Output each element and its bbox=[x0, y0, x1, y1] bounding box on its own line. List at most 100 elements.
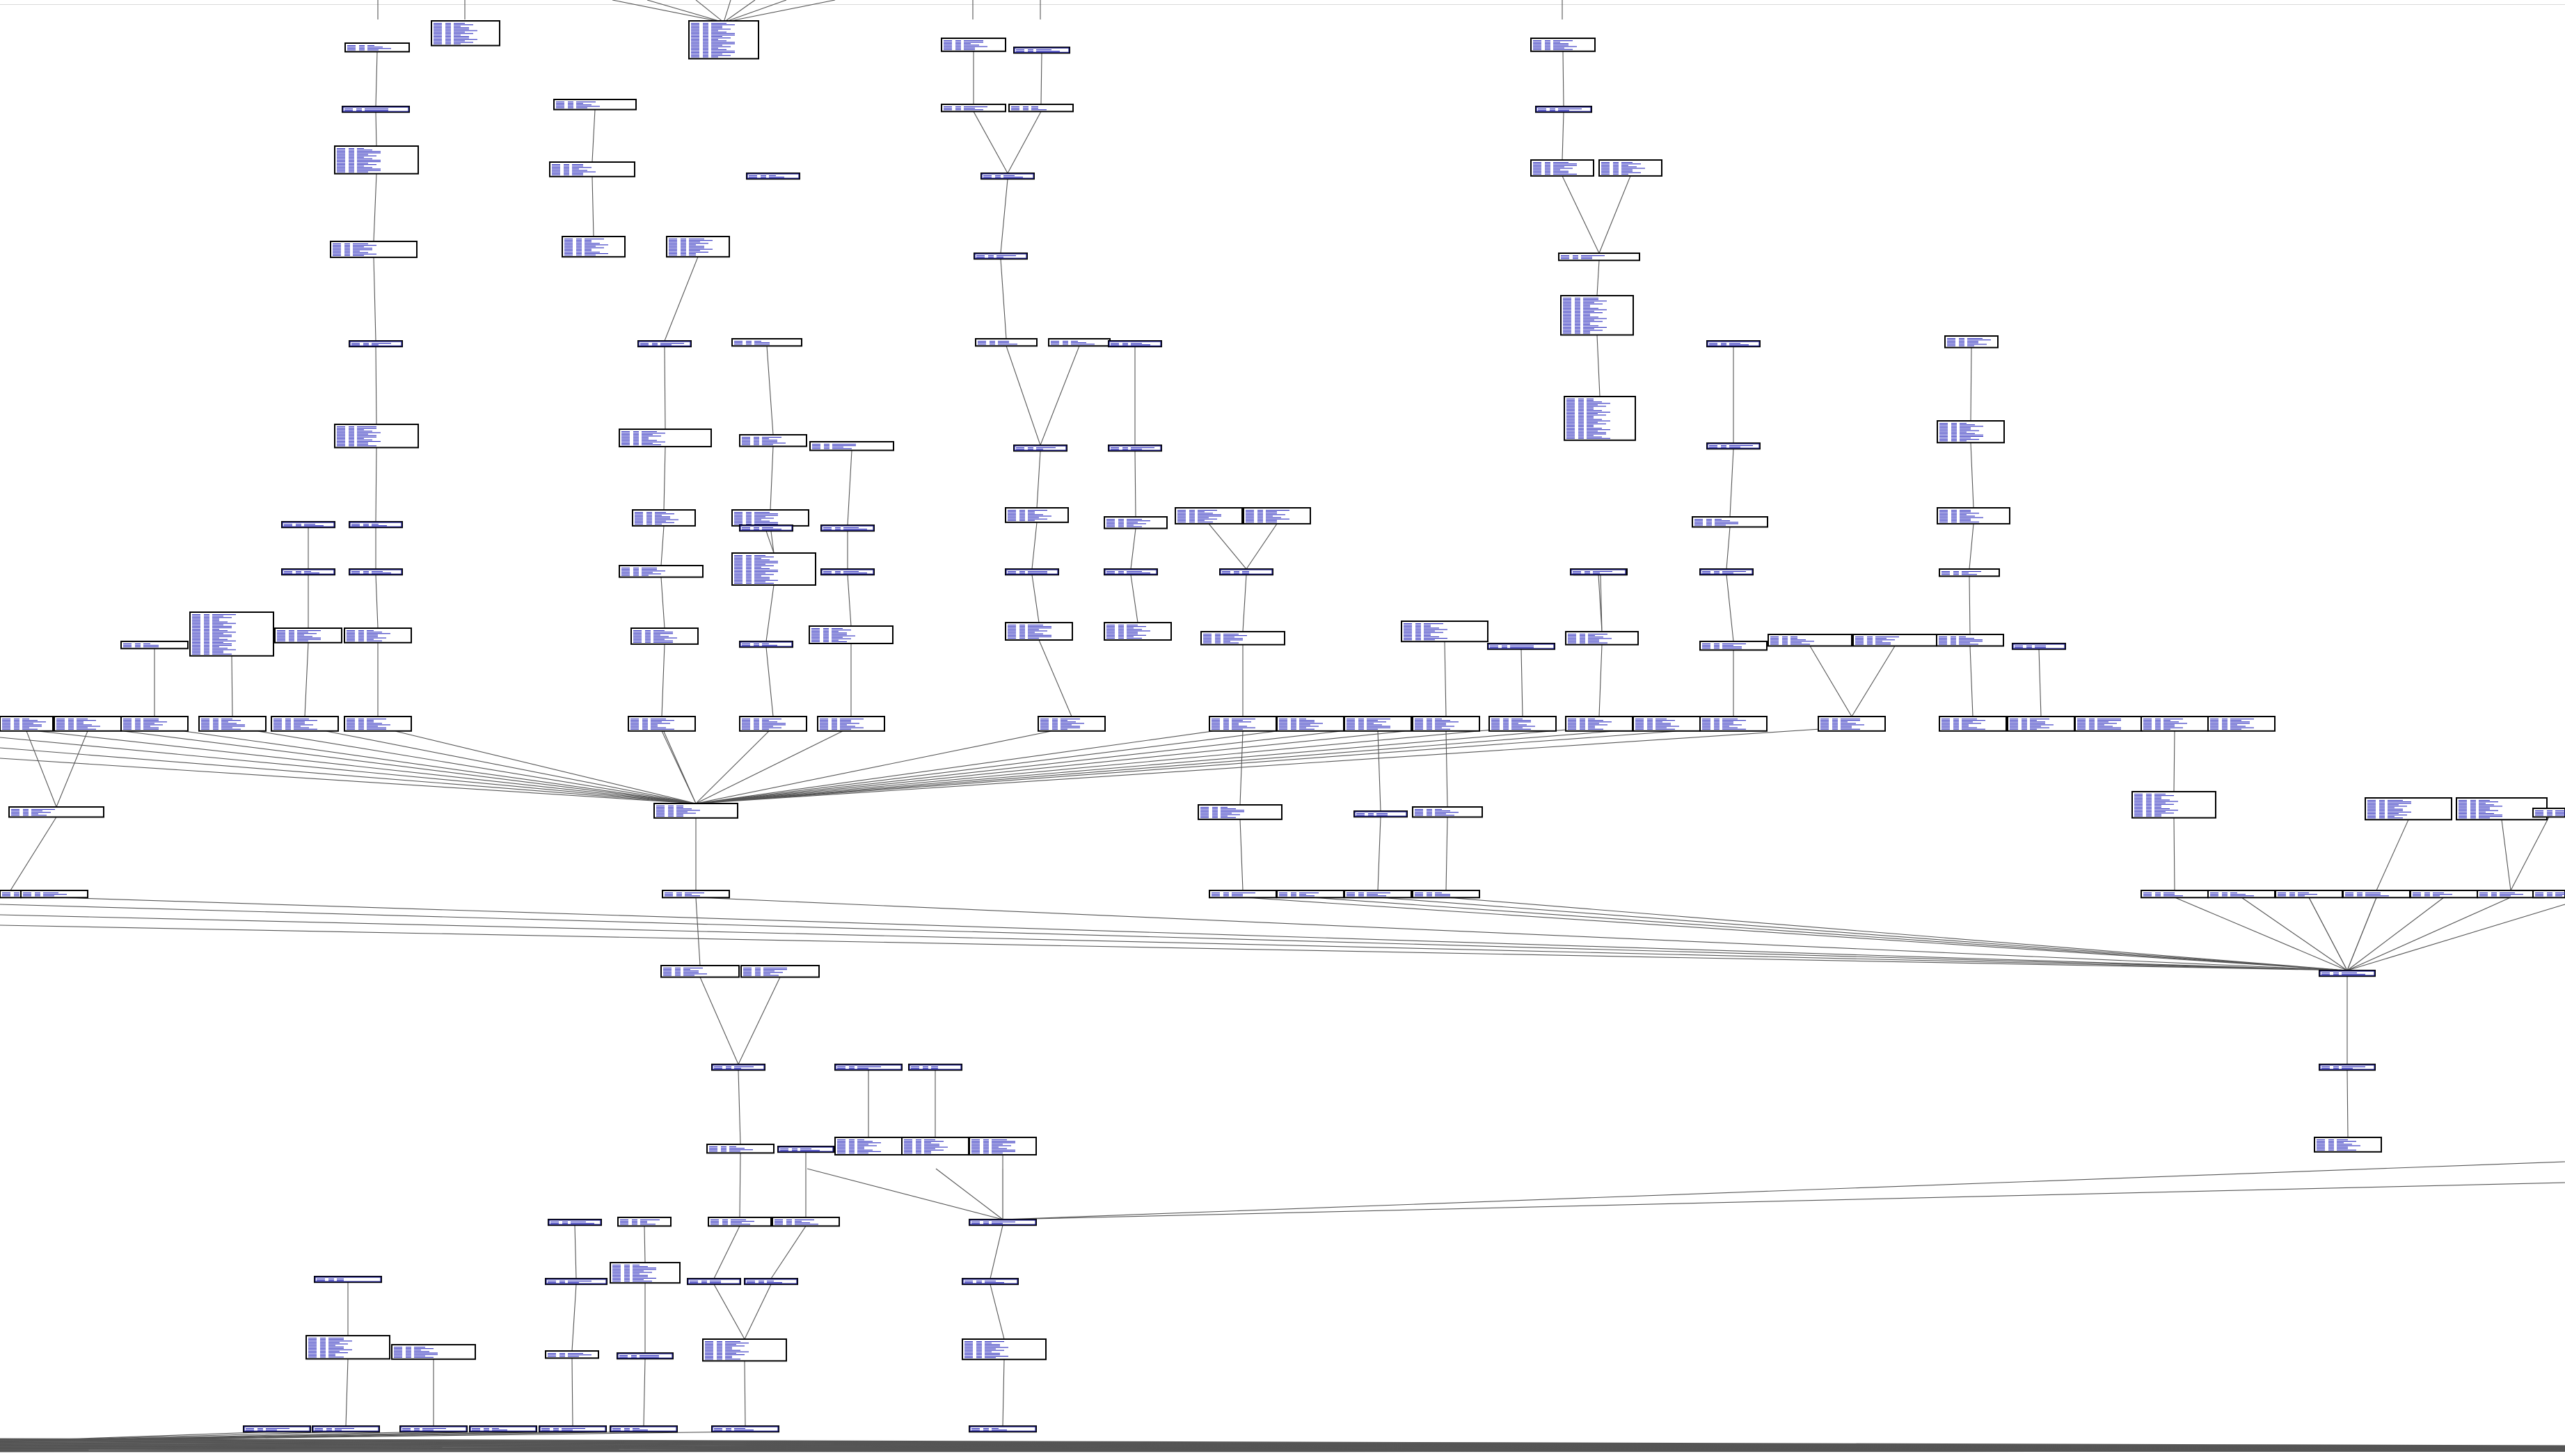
code-block[interactable] bbox=[908, 1064, 962, 1071]
code-block[interactable] bbox=[1936, 634, 2004, 647]
code-block[interactable] bbox=[1818, 716, 1886, 732]
code-block[interactable] bbox=[2141, 890, 2209, 899]
code-block[interactable] bbox=[1108, 340, 1162, 348]
code-block[interactable] bbox=[772, 1217, 840, 1227]
code-block[interactable] bbox=[2131, 791, 2216, 819]
code-block[interactable] bbox=[702, 1338, 787, 1362]
code-block[interactable] bbox=[610, 1262, 681, 1284]
code-block[interactable] bbox=[1200, 631, 1285, 646]
code-block[interactable] bbox=[975, 338, 1038, 347]
code-block[interactable] bbox=[2365, 797, 2452, 821]
code-block[interactable] bbox=[739, 434, 807, 447]
code-block[interactable] bbox=[312, 1425, 380, 1433]
code-block[interactable] bbox=[243, 1425, 311, 1433]
code-block[interactable] bbox=[969, 1137, 1037, 1155]
code-block[interactable] bbox=[1243, 507, 1311, 525]
code-block[interactable] bbox=[334, 145, 419, 175]
code-block[interactable] bbox=[1198, 804, 1282, 820]
code-block[interactable] bbox=[305, 1335, 390, 1360]
code-block[interactable] bbox=[553, 99, 637, 111]
code-block[interactable] bbox=[1564, 396, 1636, 441]
code-block[interactable] bbox=[941, 38, 1006, 52]
code-block[interactable] bbox=[1565, 716, 1633, 732]
code-block[interactable] bbox=[349, 568, 403, 576]
code-block[interactable] bbox=[711, 1064, 765, 1071]
code-block[interactable] bbox=[820, 525, 875, 532]
code-block[interactable] bbox=[1937, 507, 2010, 525]
code-block[interactable] bbox=[617, 1217, 672, 1227]
code-block[interactable] bbox=[744, 1278, 798, 1286]
code-block[interactable] bbox=[2410, 890, 2478, 899]
code-block[interactable] bbox=[349, 521, 403, 529]
code-block[interactable] bbox=[8, 806, 104, 818]
code-block[interactable] bbox=[1013, 47, 1070, 54]
code-block[interactable] bbox=[1699, 641, 1768, 651]
code-block[interactable] bbox=[1108, 445, 1162, 452]
code-block[interactable] bbox=[688, 20, 759, 60]
code-block[interactable] bbox=[731, 552, 816, 586]
code-block[interactable] bbox=[969, 1425, 1037, 1433]
code-block[interactable] bbox=[342, 106, 410, 113]
code-block[interactable] bbox=[1013, 445, 1067, 452]
code-block[interactable] bbox=[334, 424, 419, 449]
code-block[interactable] bbox=[1104, 516, 1168, 529]
code-block[interactable] bbox=[809, 441, 894, 451]
code-block[interactable] bbox=[980, 173, 1035, 180]
code-block[interactable] bbox=[739, 641, 793, 648]
code-block[interactable] bbox=[1209, 716, 1277, 732]
code-block[interactable] bbox=[809, 625, 894, 644]
code-block[interactable] bbox=[1412, 806, 1483, 818]
code-block[interactable] bbox=[731, 509, 809, 527]
code-block[interactable] bbox=[2275, 890, 2343, 899]
code-block[interactable] bbox=[54, 716, 122, 732]
code-block[interactable] bbox=[120, 641, 189, 650]
code-block[interactable] bbox=[1209, 890, 1277, 899]
code-block[interactable] bbox=[1005, 622, 1073, 641]
code-block[interactable] bbox=[2141, 716, 2209, 732]
code-block[interactable] bbox=[1219, 568, 1273, 576]
code-block[interactable] bbox=[660, 965, 740, 978]
code-block[interactable] bbox=[1175, 507, 1243, 525]
code-block[interactable] bbox=[548, 1219, 602, 1226]
code-block[interactable] bbox=[619, 429, 712, 447]
code-block[interactable] bbox=[1852, 634, 1937, 647]
code-block[interactable] bbox=[1276, 716, 1344, 732]
code-block[interactable] bbox=[708, 1217, 772, 1227]
code-block[interactable] bbox=[274, 627, 342, 643]
code-block[interactable] bbox=[617, 1352, 674, 1360]
code-block[interactable] bbox=[1692, 516, 1768, 528]
code-block[interactable] bbox=[1937, 420, 2005, 444]
code-block[interactable] bbox=[431, 20, 500, 47]
code-block[interactable] bbox=[974, 253, 1028, 260]
code-block[interactable] bbox=[399, 1425, 468, 1433]
code-block[interactable] bbox=[281, 521, 335, 529]
code-block[interactable] bbox=[969, 1219, 1037, 1226]
code-block[interactable] bbox=[344, 716, 412, 732]
code-block[interactable] bbox=[469, 1425, 537, 1433]
code-block[interactable] bbox=[1401, 621, 1488, 643]
code-block[interactable] bbox=[2314, 1137, 2382, 1153]
code-block[interactable] bbox=[1944, 335, 1999, 349]
code-block[interactable] bbox=[1633, 716, 1701, 732]
code-block[interactable] bbox=[1768, 634, 1852, 647]
code-block[interactable] bbox=[1699, 716, 1768, 732]
code-block[interactable] bbox=[1939, 716, 2007, 732]
code-block[interactable] bbox=[1005, 507, 1069, 523]
code-block[interactable] bbox=[1104, 622, 1172, 641]
code-block[interactable] bbox=[344, 42, 410, 53]
code-block[interactable] bbox=[2207, 716, 2276, 732]
code-block[interactable] bbox=[1939, 568, 2000, 577]
code-block[interactable] bbox=[1104, 568, 1158, 576]
code-block[interactable] bbox=[2532, 890, 2565, 899]
code-block[interactable] bbox=[1005, 568, 1059, 576]
code-block[interactable] bbox=[740, 965, 820, 978]
code-block[interactable] bbox=[1570, 568, 1627, 576]
code-block[interactable] bbox=[2532, 808, 2565, 818]
code-block[interactable] bbox=[1535, 106, 1592, 113]
code-block[interactable] bbox=[1412, 890, 1480, 899]
code-block[interactable] bbox=[1353, 810, 1408, 818]
code-block[interactable] bbox=[637, 340, 692, 348]
code-block[interactable] bbox=[1276, 890, 1344, 899]
code-block[interactable] bbox=[666, 236, 730, 258]
